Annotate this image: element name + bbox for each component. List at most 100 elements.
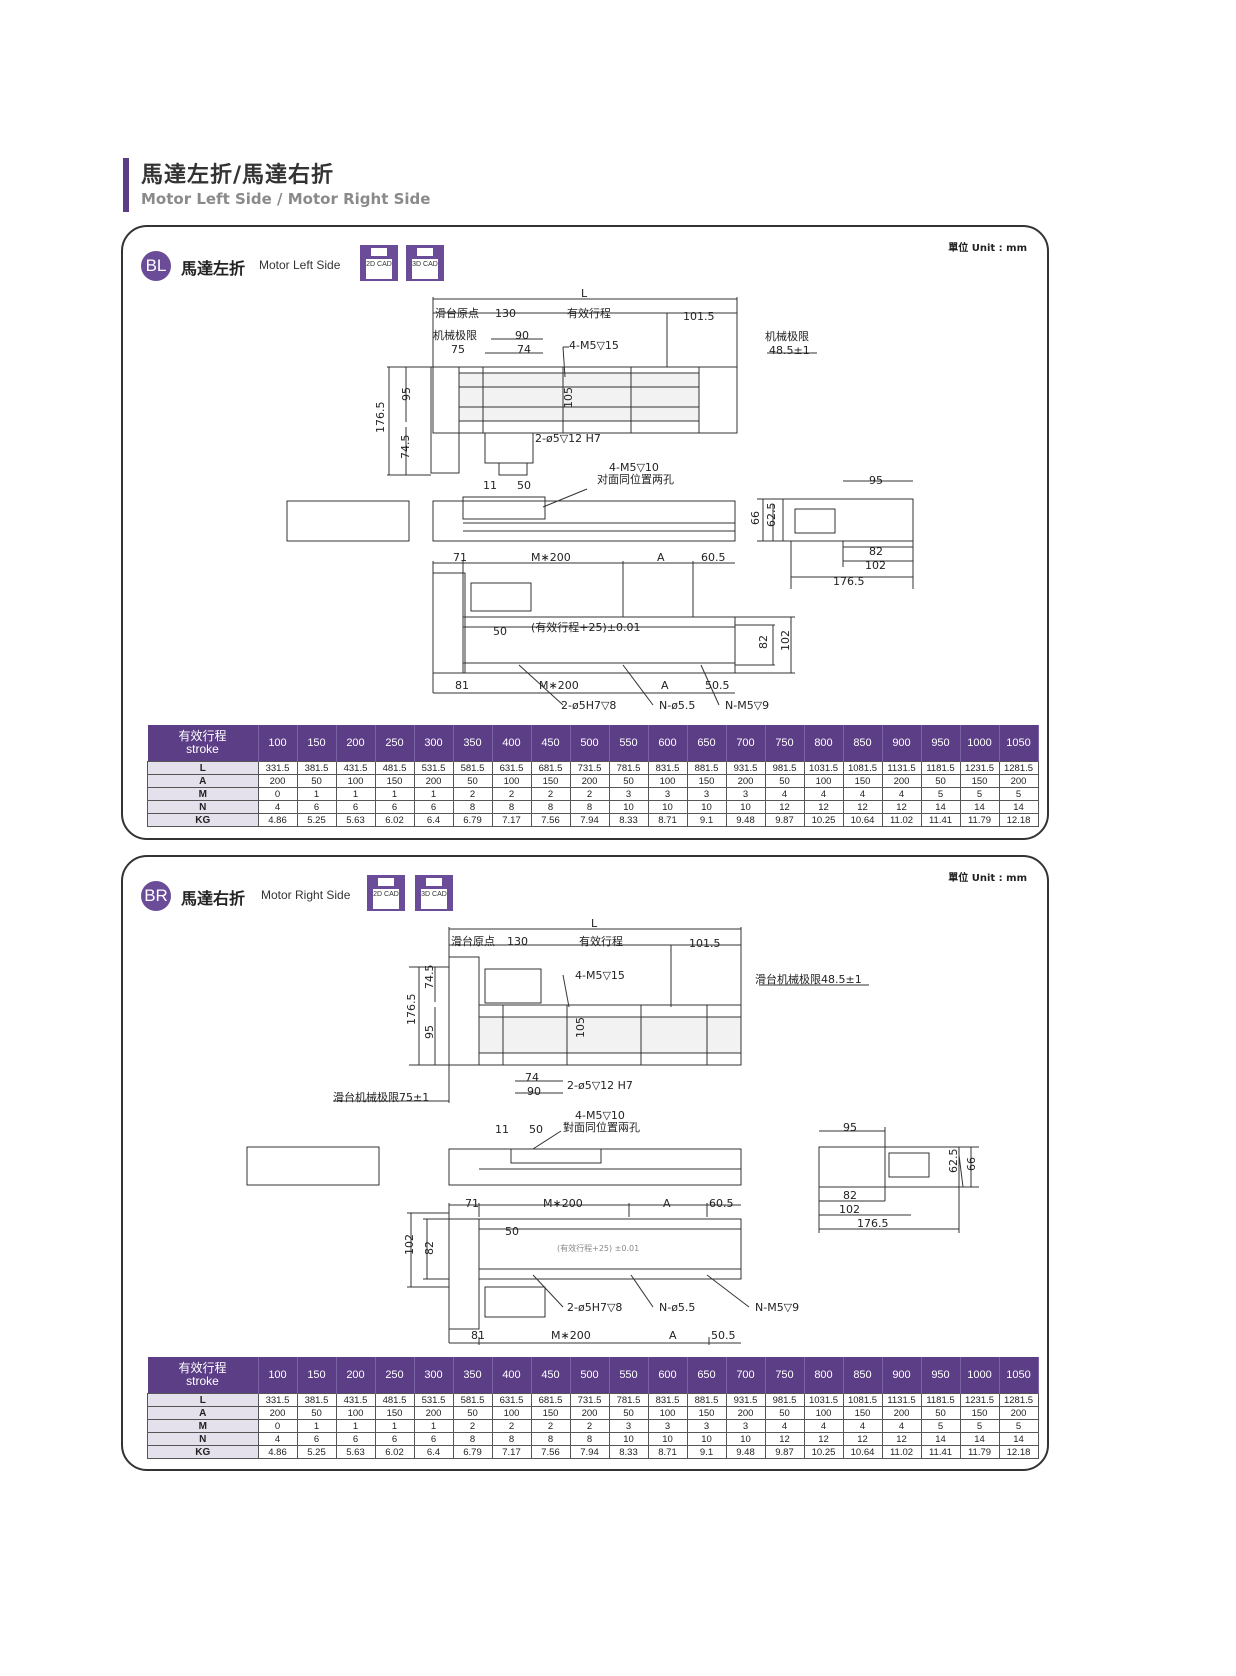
table-cell: 11.02 [881,1445,922,1459]
table-cell: 50 [296,774,337,788]
dim-11: 11 [483,479,497,492]
stroke-column-header: 350 [453,1357,493,1394]
section-title-zh: 馬達左折 [181,259,246,278]
dim-nm5: N-M5▽9 [755,1301,799,1314]
table-cell: 3 [608,1419,649,1433]
table-cell: 10.64 [842,1445,883,1459]
table-cell: 12 [803,1432,844,1446]
dim-pin8: 2-ø5H7▽8 [567,1301,622,1314]
stroke-column-header: 450 [531,725,571,762]
table-cell: 2 [569,787,610,801]
table-cell: 200 [569,1406,610,1420]
table-cell: 50 [920,1406,961,1420]
table-cell: 10 [608,800,649,814]
table-cell: 14 [920,800,961,814]
row-label: KG [147,813,259,827]
stroke-column-header: 750 [765,1357,805,1394]
dim-m5x10: 4-M5▽10 [609,461,659,474]
dim-102: 102 [839,1203,860,1216]
table-cell: 50 [608,1406,649,1420]
stroke-column-header: 500 [570,1357,610,1394]
section-badge: BR [141,881,171,911]
dim-48-5: 48.5±1 [769,344,810,357]
bl-bottom-view [432,561,795,706]
stroke-column-header: 550 [609,1357,649,1394]
table-cell: 5 [998,1419,1039,1433]
section-motor-left: BL 馬達左折 Motor Left Side 2D CAD 3D CAD 單位… [121,225,1049,840]
table-cell: 200 [413,774,454,788]
table-cell: 8 [530,800,571,814]
dim-50: 50 [529,1123,543,1136]
table-cell: 150 [530,1406,571,1420]
dim-71: 71 [465,1197,479,1210]
dim-opp-holes: 对面同位置两孔 [597,472,674,486]
table-cell: 4 [803,787,844,801]
table-cell: 1231.5 [959,1393,1000,1407]
dim-75: 75 [451,343,465,356]
table-cell: 9.1 [686,813,727,827]
table-cell: 1 [335,1419,376,1433]
table-cell: 200 [257,1406,298,1420]
cad-3d-button[interactable]: 3D CAD [415,875,453,911]
table-cell: 11.41 [920,813,961,827]
stroke-column-header: 900 [882,725,922,762]
table-cell: 12 [881,1432,922,1446]
table-cell: 12 [764,800,805,814]
dim-50b: 50 [505,1225,519,1238]
dim-nm5: N-M5▽9 [725,699,769,712]
table-cell: 8 [452,1432,493,1446]
table-cell: 12 [764,1432,805,1446]
stroke-column-header: 150 [297,1357,337,1394]
stroke-column-header: 450 [531,1357,571,1394]
table-cell: 100 [335,1406,376,1420]
stroke-column-header: 1050 [999,1357,1039,1394]
table-cell: 10 [686,800,727,814]
table-cell: 150 [686,1406,727,1420]
table-cell: 10.64 [842,813,883,827]
table-cell: 731.5 [569,761,610,775]
table-cell: 150 [842,774,883,788]
table-cell: 6 [374,800,415,814]
table-cell: 14 [998,800,1039,814]
section-motor-right: BR 馬達右折 Motor Right Side 2D CAD 3D CAD 單… [121,855,1049,1471]
table-cell: 3 [647,787,688,801]
table-cell: 5.25 [296,813,337,827]
row-label: A [147,1406,259,1420]
table-cell: 1081.5 [842,761,883,775]
table-cell: 981.5 [764,761,805,775]
table-cell: 6.02 [374,1445,415,1459]
cad-2d-button[interactable]: 2D CAD [360,245,398,281]
cad-2d-button[interactable]: 2D CAD [367,875,405,911]
table-cell: 200 [998,774,1039,788]
dim-A: A [657,551,665,564]
table-cell: 3 [686,787,727,801]
table-cell: 7.56 [530,813,571,827]
table-cell: 10 [686,1432,727,1446]
table-cell: 200 [998,1406,1039,1420]
cad-3d-button[interactable]: 3D CAD [406,245,444,281]
table-cell: 6 [296,800,337,814]
stroke-column-header: 650 [687,1357,727,1394]
table-cell: 1 [296,1419,337,1433]
table-cell: 981.5 [764,1393,805,1407]
dim-stroke: 有效行程 [567,306,611,320]
stroke-column-header: 100 [258,1357,298,1394]
cad-3d-label: 3D CAD [421,889,447,909]
dim-mech-limit-right: 滑台机械极限48.5±1 [755,972,862,986]
dim-opp-holes: 對面同位置兩孔 [563,1120,640,1134]
dim-11: 11 [495,1123,509,1136]
table-cell: 8.71 [647,1445,688,1459]
dim-102b: 102 [779,630,792,651]
table-cell: 3 [686,1419,727,1433]
table-cell: 50 [764,1406,805,1420]
stroke-column-header: 400 [492,1357,532,1394]
dim-62-5: 62.5 [765,503,778,528]
stroke-column-header: 850 [843,1357,883,1394]
dim-n55: N-ø5.5 [659,1301,695,1314]
table-cell: 150 [374,1406,415,1420]
table-cell: 3 [725,787,766,801]
